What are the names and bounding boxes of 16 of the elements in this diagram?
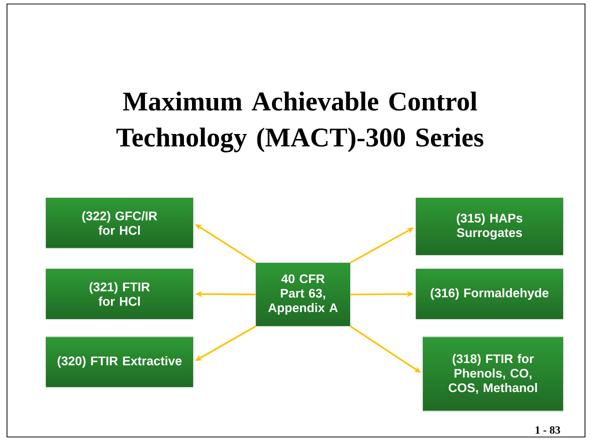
process-box xyxy=(256,262,350,326)
process-box xyxy=(422,336,564,412)
process-box xyxy=(416,268,564,320)
node-label: (318) FTIR for Phenols, CO, COS, Methanol xyxy=(448,354,537,394)
process-box xyxy=(46,336,194,388)
node-label: (322) GFC/IR for HCl xyxy=(82,211,158,235)
node-label: 40 CFR Part 63, Appendix A xyxy=(268,274,338,315)
title: Maximum Achievable Control Technology (MACT)-300 Series xyxy=(116,92,484,152)
node-label: (316) Formaldehyde xyxy=(430,288,548,300)
process-box xyxy=(416,198,564,256)
process-box xyxy=(46,268,194,320)
process-box xyxy=(46,198,194,248)
page-number: 1 - 83 xyxy=(536,426,560,434)
node-label: (320) FTIR Extractive xyxy=(58,356,182,368)
node-label: (315) HAPs Surrogates xyxy=(456,213,522,240)
node-label: (321) FTIR for HCl xyxy=(90,282,150,306)
